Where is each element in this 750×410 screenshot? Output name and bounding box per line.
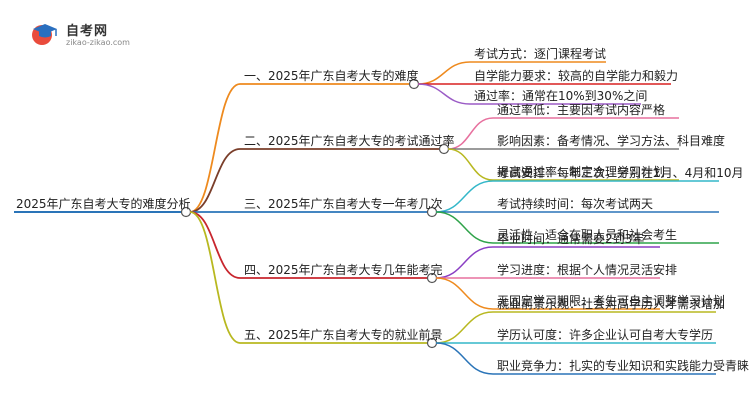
leaf-connector bbox=[417, 83, 471, 105]
leaf-connector bbox=[417, 61, 471, 85]
root-node-label: 2025年广东自考大专的难度分析 bbox=[16, 197, 191, 211]
branch-label: 四、2025年广东自考大专几年能考完 bbox=[244, 263, 443, 277]
leaf-label: 职业竞争力：扎实的专业知识和实践能力受青睐 bbox=[497, 359, 750, 373]
leaf-label: 就业前景乐观：社会对高学历人才需求增加 bbox=[497, 297, 726, 311]
branch-connector bbox=[189, 211, 241, 279]
leaf-label: 影响因素：备考情况、学习方法、科目难度 bbox=[497, 134, 726, 148]
branch-connector bbox=[189, 148, 241, 213]
branch-label: 五、2025年广东自考大专的就业前景 bbox=[244, 328, 443, 342]
leaf-label: 学习进度：根据个人情况灵活安排 bbox=[497, 263, 678, 277]
leaf-label: 自学能力要求：较高的自学能力和毅力 bbox=[474, 69, 679, 83]
branch-connector bbox=[189, 83, 241, 213]
leaf-connector bbox=[435, 277, 494, 310]
branch-connector bbox=[189, 211, 241, 344]
leaf-label: 提高通过率：制定合理学习计划 bbox=[497, 165, 666, 179]
leaf-connector bbox=[435, 180, 494, 213]
leaf-connector bbox=[435, 246, 494, 279]
leaf-label: 考试安排：每年三次，分别在1月、4月和10月 bbox=[497, 166, 744, 180]
branch-label: 二、2025年广东自考大专的考试通过率 bbox=[244, 134, 455, 148]
site-logo[interactable]: 自考网 zikao-zikao.com bbox=[30, 16, 150, 52]
leaf-label: 无固定学习期限：考生可自主调整学习计划 bbox=[497, 294, 726, 308]
leaf-label: 学历认可度：许多企业认可自考大专学历 bbox=[497, 328, 714, 342]
leaf-connector bbox=[447, 148, 494, 181]
leaf-label: 考试方式：逐门课程考试 bbox=[474, 47, 607, 61]
leaf-connector bbox=[447, 117, 494, 150]
leaf-label: 通过率：通常在10%到30%之间 bbox=[474, 89, 648, 103]
leaf-label: 通过率低：主要因考试内容严格 bbox=[497, 103, 666, 117]
leaf-connector bbox=[435, 211, 494, 244]
logo-domain: zikao-zikao.com bbox=[66, 38, 130, 47]
logo-name: 自考网 bbox=[66, 24, 109, 39]
leaf-label: 灵活性：适合在职人员和社会考生 bbox=[497, 228, 678, 242]
branch-label: 三、2025年广东自考大专一年考几次 bbox=[244, 197, 443, 211]
leaf-connector bbox=[435, 311, 494, 344]
branch-label: 一、2025年广东自考大专的难度 bbox=[244, 69, 419, 83]
leaf-label: 考试持续时间：每次考试两天 bbox=[497, 197, 654, 211]
leaf-connector bbox=[435, 342, 494, 375]
graduation-cap-icon bbox=[32, 24, 57, 45]
leaf-label: 毕业时间：通常需要2到3年 bbox=[497, 232, 645, 246]
